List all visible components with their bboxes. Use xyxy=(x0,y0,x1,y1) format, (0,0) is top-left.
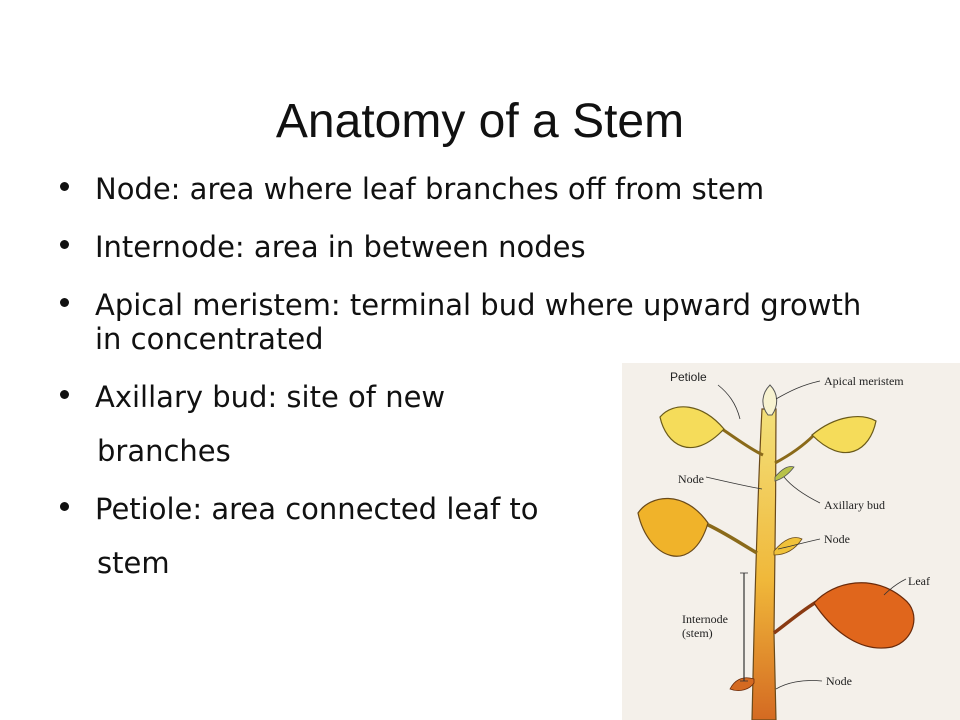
label-apical-meristem: Apical meristem xyxy=(824,374,904,388)
label-internode-stem: (stem) xyxy=(682,626,713,640)
apical-bud-icon xyxy=(762,384,778,416)
petiole-top-right xyxy=(774,433,816,465)
bullet-text: Apical meristem: terminal bud where upwa… xyxy=(95,288,862,356)
leader-lines xyxy=(705,380,907,690)
leaf-mid-small xyxy=(773,537,803,556)
bullet-dot-icon xyxy=(60,240,69,249)
leaf-low-small xyxy=(729,677,755,691)
bullet-dot-icon xyxy=(60,390,69,399)
bullet-dot-icon xyxy=(60,502,69,511)
bullet-text: stem xyxy=(97,546,170,580)
bullet-item-petiole: Petiole: area connected leaf to xyxy=(60,492,890,526)
bullet-list: Node: area where leaf branches off from … xyxy=(60,172,890,580)
label-internode: Internode xyxy=(682,612,728,626)
leaf-top-right xyxy=(811,416,877,454)
bullet-text: Node: area where leaf branches off from … xyxy=(95,172,765,206)
bullet-dot-icon xyxy=(60,298,69,307)
bullet-continuation: branches xyxy=(60,434,890,468)
bullet-item-axillary-bud: Axillary bud: site of new xyxy=(60,380,890,414)
bullet-item-internode: Internode: area in between nodes xyxy=(60,230,890,264)
label-axillary-bud: Axillary bud xyxy=(824,498,885,512)
bullet-text: branches xyxy=(97,434,231,468)
bullet-dot-icon xyxy=(60,182,69,191)
bullet-continuation: stem xyxy=(60,546,890,580)
petiole-top xyxy=(721,427,764,457)
axillary-bud-icon xyxy=(774,466,795,482)
bullet-item-apical-meristem: Apical meristem: terminal bud where upwa… xyxy=(60,288,890,356)
slide-title: Anatomy of a Stem xyxy=(275,95,685,149)
bullet-text: Axillary bud: site of new xyxy=(95,380,446,414)
bullet-text: Internode: area in between nodes xyxy=(95,230,586,264)
petiole-low xyxy=(772,599,819,635)
leaf-mid-left xyxy=(637,497,709,557)
label-node-top: Node xyxy=(678,472,704,486)
leaf-low-right xyxy=(813,582,915,649)
plant-stem xyxy=(751,408,777,720)
label-node-mid: Node xyxy=(824,532,850,546)
plant-stem-diagram: Petiole Apical meristem Node Axillary bu… xyxy=(622,363,960,720)
bullet-item-node: Node: area where leaf branches off from … xyxy=(60,172,890,206)
label-node-bottom: Node xyxy=(826,674,852,688)
label-leaf: Leaf xyxy=(908,574,930,588)
leaf-top-left xyxy=(659,406,725,449)
label-petiole: Petiole xyxy=(670,370,707,384)
bullet-text: Petiole: area connected leaf to xyxy=(95,492,539,526)
petiole-mid xyxy=(703,521,758,555)
